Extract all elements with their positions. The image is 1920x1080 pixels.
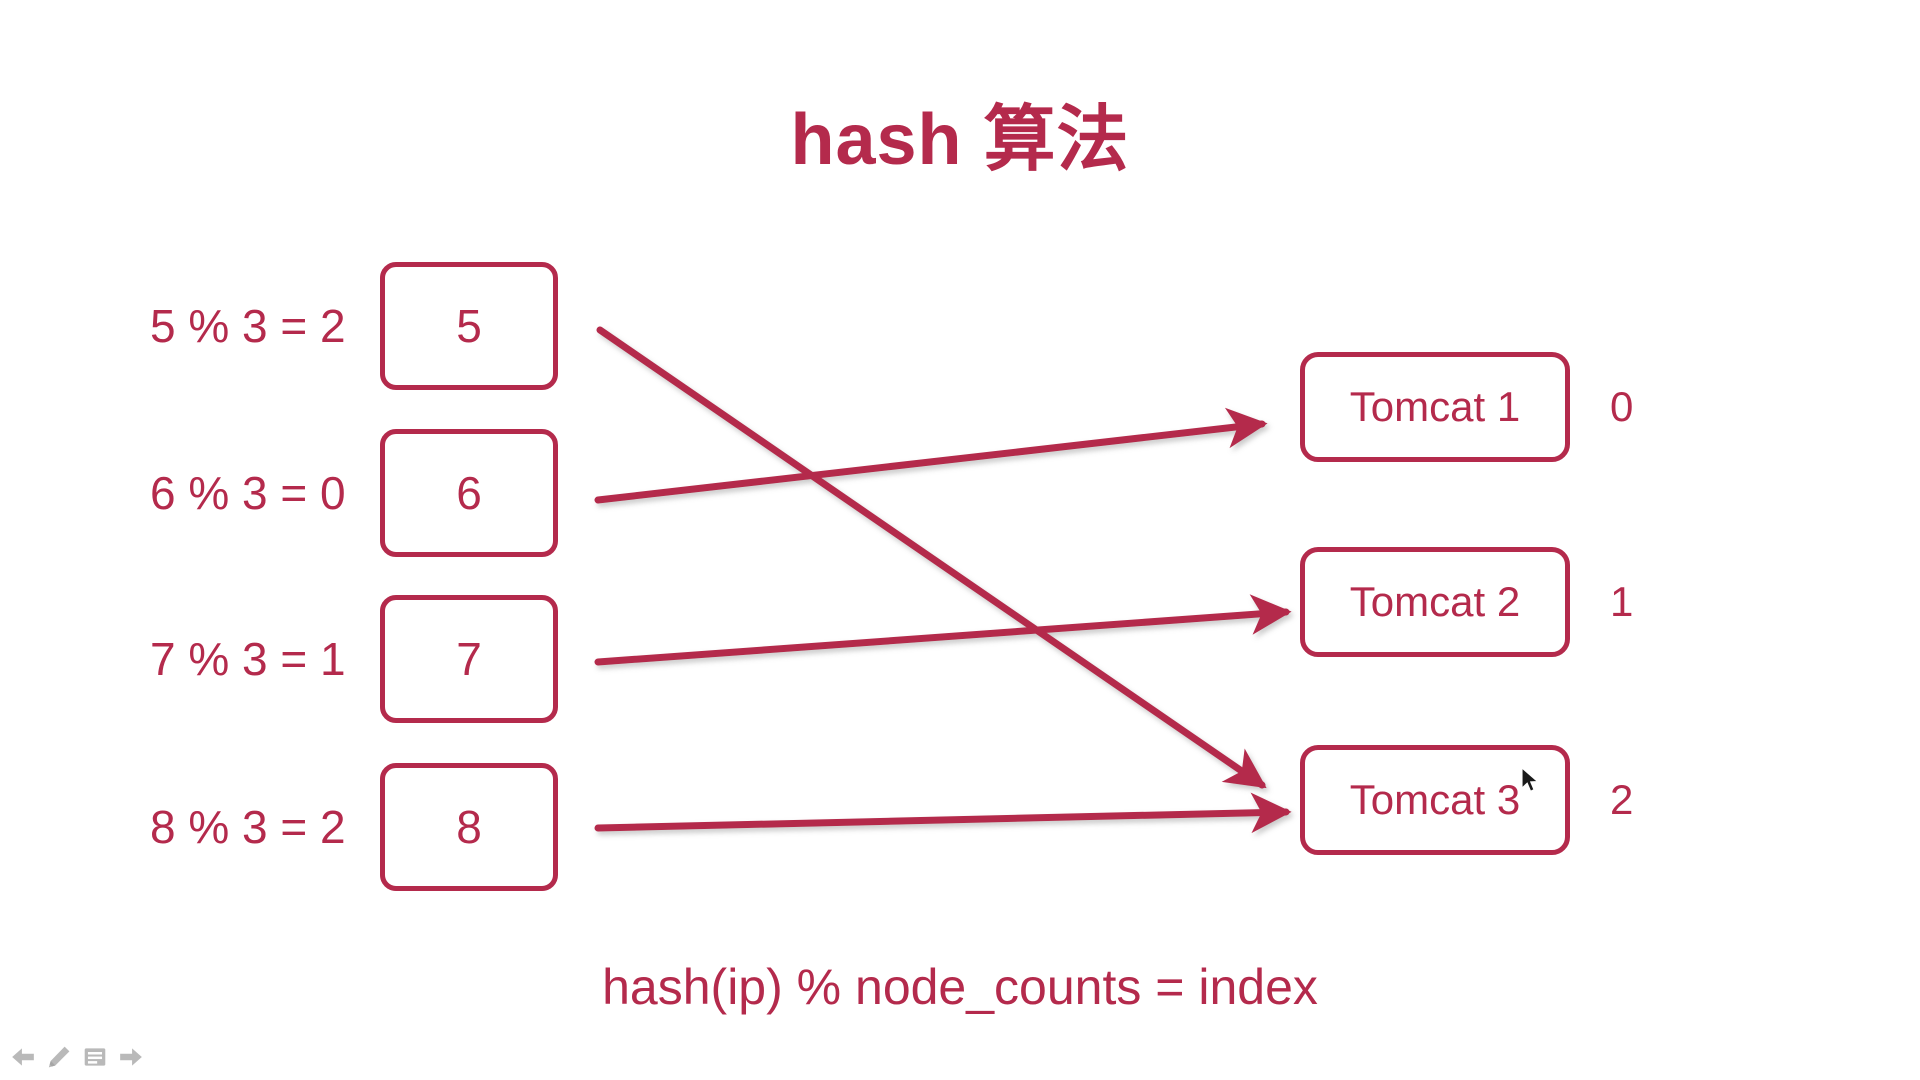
equation-label: 6 % 3 = 0 [150,467,346,519]
arrow-7-to-tomcat2 [594,594,1292,666]
arrow-6-to-tomcat1 [594,407,1268,504]
equation-label: 5 % 3 = 2 [150,300,346,352]
pen-icon[interactable] [44,1042,74,1072]
node-box-tomcat-2: Tomcat 2 [1300,547,1570,657]
node-row: Tomcat 2 1 [1300,547,1633,657]
value-box: 5 [380,262,558,390]
node-box-tomcat-3: Tomcat 3 [1300,745,1570,855]
next-slide-icon[interactable] [116,1042,146,1072]
input-row: 8 % 3 = 2 8 [150,763,580,891]
node-index-label: 0 [1610,383,1634,430]
slideshow-toolbar[interactable] [8,1042,146,1072]
node-index-label: 1 [1610,578,1634,625]
page-title: hash 算法 [790,100,1130,180]
menu-icon[interactable] [80,1042,110,1072]
arrow-5-to-tomcat3 [596,326,1267,789]
value-box: 6 [380,429,558,557]
value-box: 8 [380,763,558,891]
input-row: 5 % 3 = 2 5 [150,262,580,390]
node-row: Tomcat 3 2 [1300,745,1633,855]
input-row: 6 % 3 = 0 6 [150,429,580,557]
formula-caption: hash(ip) % node_counts = index [602,959,1318,1015]
value-box: 7 [380,595,558,723]
input-row: 7 % 3 = 1 7 [150,595,580,723]
equation-label: 8 % 3 = 2 [150,801,346,853]
equation-label: 7 % 3 = 1 [150,633,346,685]
arrow-8-to-tomcat3 [594,792,1292,834]
node-row: Tomcat 1 0 [1300,352,1633,462]
node-box-tomcat-1: Tomcat 1 [1300,352,1570,462]
node-index-label: 2 [1610,776,1634,823]
previous-slide-icon[interactable] [8,1042,38,1072]
